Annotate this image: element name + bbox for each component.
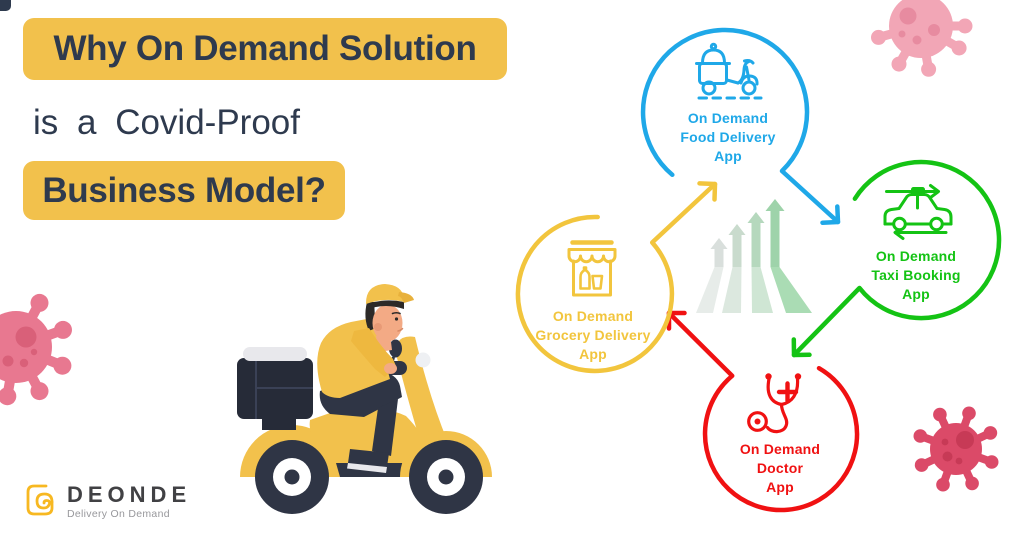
label-line: On Demand — [875, 248, 957, 264]
taxi-booking-circle — [791, 159, 1002, 358]
rider-face — [372, 304, 403, 342]
virus-icon-bottom-right — [913, 406, 999, 492]
rider-cap — [366, 284, 404, 304]
virus-icon-left — [0, 293, 72, 406]
growth-arrows-graphic — [696, 199, 812, 313]
deonde-logo-icon — [26, 484, 54, 516]
headline-highlight-2: Business Model? — [23, 161, 345, 220]
grocery-store-icon — [567, 240, 617, 297]
arrow-to-taxi-head — [820, 204, 841, 225]
brand-text: DEONDE Delivery On Demand — [67, 482, 192, 521]
rider-shoe — [348, 449, 389, 468]
corner-accent-square — [0, 0, 11, 11]
mirror — [389, 339, 402, 358]
label-line: Taxi Booking — [871, 267, 961, 283]
taxi-car-icon — [883, 184, 953, 240]
grocery-delivery-circle — [515, 181, 718, 374]
rider-thigh — [319, 372, 402, 417]
food-delivery-circle — [640, 27, 841, 225]
label-line: App — [714, 148, 742, 164]
label-grocery-delivery-app: On Demand Grocery Delivery App — [498, 307, 688, 364]
rider-arm — [351, 328, 396, 377]
headlight — [415, 352, 431, 368]
label-line: App — [766, 479, 794, 495]
headline-line2: is a Covid-Proof — [33, 103, 300, 142]
label-line: Doctor — [756, 460, 804, 476]
brand-logo: DEONDE Delivery On Demand — [25, 483, 191, 520]
rider-hand — [384, 363, 397, 374]
headline-line1: Why On Demand Solution — [53, 29, 477, 68]
brand-tagline: Delivery On Demand — [67, 508, 170, 520]
brand-name: DEONDE — [67, 482, 192, 507]
label-line: On Demand — [552, 308, 634, 324]
stethoscope-icon — [747, 373, 802, 434]
delivery-box-lid — [243, 347, 307, 361]
label-line: App — [579, 346, 607, 362]
arrow-to-doctor-head — [791, 337, 812, 358]
virus-icon-top-right — [871, 0, 973, 77]
label-line: App — [902, 286, 930, 302]
cap-brim — [398, 292, 414, 303]
label-food-delivery-app: On Demand Food Delivery App — [633, 109, 823, 166]
label-line: On Demand — [687, 110, 769, 126]
delivery-rider-illustration — [237, 284, 492, 514]
label-line: On Demand — [739, 441, 821, 457]
label-taxi-booking-app: On Demand Taxi Booking App — [821, 247, 1011, 304]
label-doctor-app: On Demand Doctor App — [685, 440, 875, 497]
label-line: Food Delivery — [680, 129, 776, 145]
headline-highlight-1: Why On Demand Solution — [23, 18, 507, 80]
food-delivery-scooter-icon — [695, 42, 763, 100]
arrow-to-food-head — [697, 181, 718, 202]
label-line: Grocery Delivery — [535, 327, 651, 343]
headline-line3: Business Model? — [42, 170, 326, 210]
